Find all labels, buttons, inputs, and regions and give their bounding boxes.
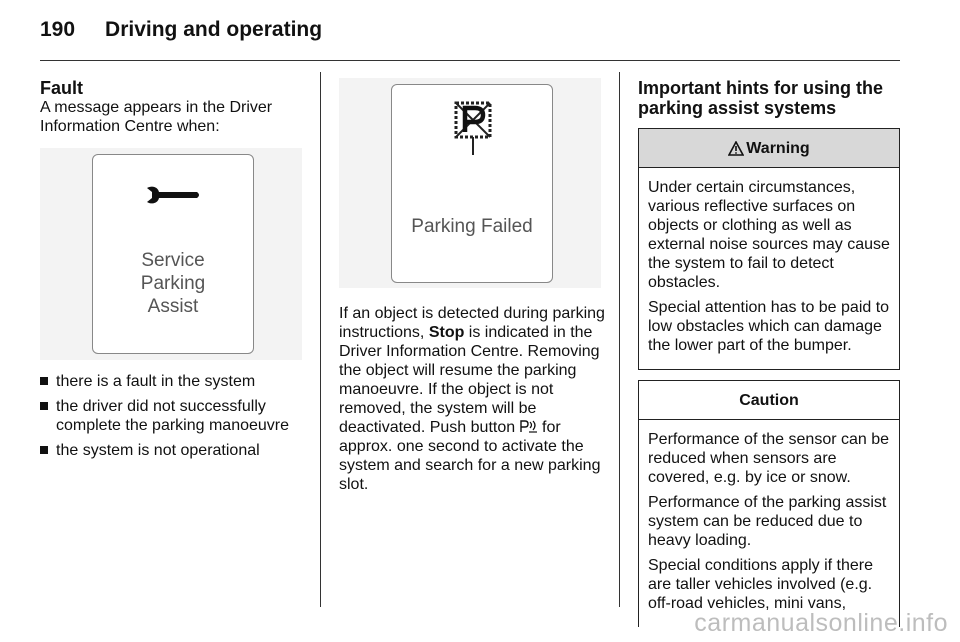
caution-body: Performance of the sensor can be reduced… bbox=[639, 420, 899, 627]
parking-failed-figure: Parking Failed bbox=[339, 78, 601, 288]
page-number: 190 bbox=[40, 18, 76, 41]
watermark: carmanualsonline.info bbox=[694, 609, 948, 637]
column-parking-failed: Parking Failed If an object is detected … bbox=[339, 78, 609, 494]
caution-box: Caution Performance of the sensor can be… bbox=[638, 380, 900, 627]
list-item: the driver did not successfully complete… bbox=[40, 397, 310, 435]
warning-triangle-icon bbox=[728, 140, 745, 156]
caution-paragraph: Performance of the sensor can be reduced… bbox=[648, 431, 890, 486]
service-text-line-2: Parking bbox=[140, 273, 206, 294]
service-parking-assist-figure: Service Parking Assist bbox=[40, 148, 302, 360]
warning-box: Warning Under certain circumstances, var… bbox=[638, 128, 900, 370]
column-divider-1 bbox=[320, 72, 321, 607]
chapter-title: Driving and operating bbox=[105, 18, 323, 41]
parking-failed-paragraph: If an object is detected during parking … bbox=[339, 304, 609, 494]
section-title-hints: Important hints for using the parking as… bbox=[638, 78, 883, 118]
wrench-icon bbox=[147, 186, 199, 204]
column-divider-2 bbox=[619, 72, 620, 607]
page-header: 190 Driving and operating bbox=[40, 18, 322, 42]
list-item: the system is not operational bbox=[40, 441, 310, 460]
fault-bullet-list: there is a fault in the system the drive… bbox=[40, 372, 310, 460]
parking-failed-text: Parking Failed bbox=[411, 216, 533, 237]
display-frame: Parking Failed bbox=[391, 84, 553, 283]
header-rule bbox=[40, 60, 900, 61]
paragraph-text: for approx. one second to activate the s… bbox=[339, 419, 601, 493]
stop-label: Stop bbox=[428, 324, 465, 341]
warning-title: Warning bbox=[746, 139, 810, 157]
warning-body: Under certain circumstances, various ref… bbox=[639, 168, 899, 369]
service-text-line-3: Assist bbox=[147, 296, 199, 317]
fault-intro: A message appears in the Driver Informat… bbox=[40, 99, 273, 135]
warning-header: Warning bbox=[639, 129, 899, 168]
caution-header: Caution bbox=[639, 381, 899, 420]
warning-paragraph: Special attention has to be paid to low … bbox=[648, 299, 890, 354]
crossed-parking-icon bbox=[454, 101, 492, 155]
caution-paragraph: Special conditions apply if there are ta… bbox=[648, 557, 874, 612]
display-frame: Service Parking Assist bbox=[92, 154, 254, 354]
caution-paragraph: Performance of the parking assist system… bbox=[648, 494, 887, 549]
column-important-hints: Important hints for using the parking as… bbox=[638, 78, 900, 627]
section-title-fault: Fault bbox=[40, 78, 83, 98]
paragraph-text: is indicated in the Driver Information C… bbox=[339, 324, 600, 436]
parking-assist-button-icon bbox=[519, 420, 537, 433]
warning-paragraph: Under certain circumstances, various ref… bbox=[648, 179, 890, 291]
service-text-line-1: Service bbox=[141, 250, 205, 271]
paragraph-text: If an object is detected during parking … bbox=[339, 305, 605, 341]
column-fault: Fault A message appears in the Driver In… bbox=[40, 78, 310, 466]
caution-title: Caution bbox=[739, 391, 799, 409]
list-item: there is a fault in the system bbox=[40, 372, 310, 391]
